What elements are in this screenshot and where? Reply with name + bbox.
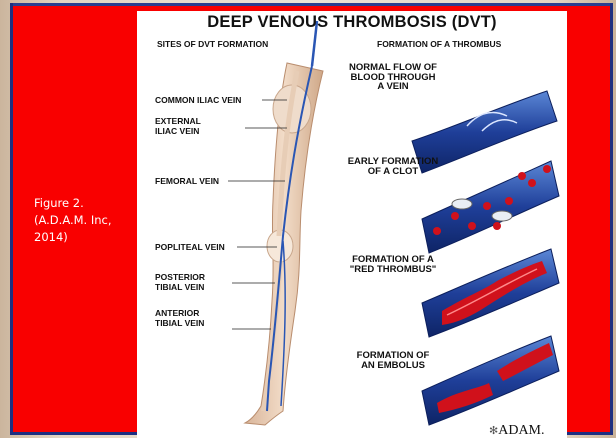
caption-line-1: Figure 2. xyxy=(34,195,134,212)
caption-line-3: 2014) xyxy=(34,229,134,246)
star-icon: ✻ xyxy=(489,425,498,437)
stage-embolus-label: FORMATION OF AN EMBOLUS xyxy=(333,351,453,370)
label-line: TIBIAL VEIN xyxy=(155,319,204,329)
stage-line: AN EMBOLUS xyxy=(333,361,453,371)
label-popliteal-vein: POPLITEAL VEIN xyxy=(155,243,225,253)
stage-normal-flow-label: NORMAL FLOW OF BLOOD THROUGH A VEIN xyxy=(333,63,453,92)
label-line: COMMON ILIAC VEIN xyxy=(155,96,241,106)
label-femoral-vein: FEMORAL VEIN xyxy=(155,177,219,187)
label-line: POPLITEAL VEIN xyxy=(155,243,225,253)
subtitle-formation: FORMATION OF A THROMBUS xyxy=(377,39,501,49)
stage-early-clot-label: EARLY FORMATION OF A CLOT xyxy=(333,157,453,176)
label-line: FEMORAL VEIN xyxy=(155,177,219,187)
logo-text: ADAM. xyxy=(498,423,544,438)
label-line: ILIAC VEIN xyxy=(155,127,201,137)
label-common-iliac-vein: COMMON ILIAC VEIN xyxy=(155,96,241,106)
caption-line-2: (A.D.A.M. Inc, xyxy=(34,212,134,229)
label-external-iliac-vein: EXTERNAL ILIAC VEIN xyxy=(155,117,201,136)
stage-red-thrombus-label: FORMATION OF A "RED THROMBUS" xyxy=(333,255,453,274)
stage-line: "RED THROMBUS" xyxy=(333,265,453,275)
label-line: TIBIAL VEIN xyxy=(155,283,205,293)
stage-line: A VEIN xyxy=(333,82,453,92)
figure-title: DEEP VENOUS THROMBOSIS (DVT) xyxy=(137,13,567,32)
subtitle-sites: SITES OF DVT FORMATION xyxy=(157,39,268,49)
label-anterior-tibial-vein: ANTERIOR TIBIAL VEIN xyxy=(155,309,204,328)
figure-caption: Figure 2. (A.D.A.M. Inc, 2014) xyxy=(34,195,134,246)
label-posterior-tibial-vein: POSTERIOR TIBIAL VEIN xyxy=(155,273,205,292)
vein-embolus xyxy=(422,336,559,425)
adam-logo: ✻ADAM. xyxy=(489,423,545,438)
dvt-figure: DEEP VENOUS THROMBOSIS (DVT) SITES OF DV… xyxy=(137,11,567,438)
leg-illustration xyxy=(245,21,323,425)
stage-line: OF A CLOT xyxy=(333,167,453,177)
slide: Figure 2. (A.D.A.M. Inc, 2014) xyxy=(10,3,613,435)
